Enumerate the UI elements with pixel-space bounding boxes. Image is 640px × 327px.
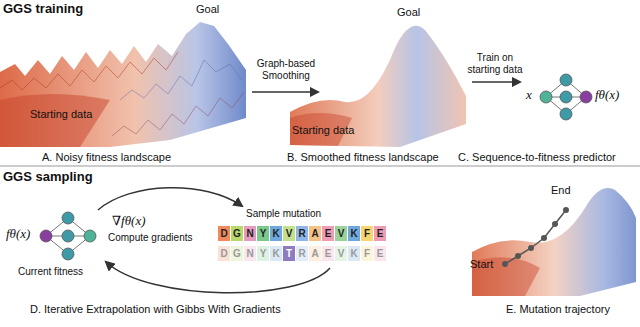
residue-cell: V — [283, 226, 295, 241]
network-neuron — [62, 212, 74, 224]
network-neuron — [540, 91, 552, 103]
peak-label: Goal — [397, 6, 420, 19]
panel-heading: GGS training — [3, 2, 83, 17]
noise-line — [120, 60, 242, 100]
trajectory-dot — [563, 207, 569, 213]
point-label: Start — [470, 258, 493, 271]
residue-cell: V — [335, 226, 347, 241]
network-neuron — [580, 91, 592, 103]
residue-cell: R — [296, 246, 308, 261]
arrow-line — [252, 91, 318, 93]
arrow-line — [98, 188, 242, 210]
trajectory-dot — [502, 261, 508, 267]
residue-cell: E — [374, 246, 386, 261]
residue-cell: K — [270, 246, 282, 261]
residue-cell: N — [244, 226, 256, 241]
residue-cell: A — [309, 226, 321, 241]
residue-cell: K — [348, 226, 360, 241]
panel-caption: B. Smoothed fitness landscape — [287, 151, 439, 164]
residue-cell: K — [270, 226, 282, 241]
peak-label: Goal — [196, 3, 219, 16]
trajectory-landscape — [472, 188, 636, 296]
panel-caption: D. Iterative Extrapolation with Gibbs Wi… — [30, 303, 281, 316]
residue-cell: E — [322, 226, 334, 241]
network-neuron — [560, 108, 572, 120]
noisy-landscape — [0, 22, 246, 147]
panel-divider — [0, 166, 640, 167]
residue-cell: Y — [257, 246, 269, 261]
input-symbol: x — [526, 88, 532, 103]
region-label: Starting data — [292, 124, 354, 137]
residue-cell: R — [296, 226, 308, 241]
network-neuron — [62, 230, 74, 242]
trajectory-dot — [528, 245, 534, 251]
smoothing-arrow — [252, 92, 318, 93]
trajectory-dot — [515, 253, 521, 259]
residue-cell: E — [374, 226, 386, 241]
network-neuron — [62, 248, 74, 260]
residue-cell: K — [348, 246, 360, 261]
network-neuron — [560, 91, 572, 103]
sequence-row: DGNYKTRAEVKFE — [218, 246, 387, 261]
residue-cell: N — [244, 246, 256, 261]
smoothed-landscape — [290, 26, 466, 147]
trajectory-dot — [541, 235, 547, 241]
residue-cell: D — [218, 246, 230, 261]
residue-cell: T — [283, 246, 295, 261]
noise-line — [112, 92, 244, 136]
surface — [472, 188, 636, 296]
residue-cell: G — [231, 226, 243, 241]
noise-line — [0, 52, 178, 90]
surface — [290, 26, 466, 147]
start-region — [0, 94, 110, 147]
region-label: Starting data — [30, 108, 92, 121]
step-label: Compute gradients — [108, 232, 193, 244]
cycle-arrows — [98, 188, 330, 293]
arrow-line — [472, 81, 520, 83]
network-icon — [40, 212, 96, 260]
point-label: End — [551, 184, 571, 197]
panel-caption: C. Sequence-to-fitness predictor — [458, 151, 616, 164]
sequence-row: DGNYKVRAEVKFE — [218, 226, 387, 241]
gradient-symbol: ∇fθ(x) — [112, 214, 146, 229]
panel-caption: A. Noisy fitness landscape — [42, 151, 171, 164]
residue-cell: D — [218, 226, 230, 241]
residue-cell: G — [231, 246, 243, 261]
residue-cell: V — [335, 246, 347, 261]
residue-cell: A — [309, 246, 321, 261]
network-neuron — [40, 230, 52, 242]
step-label: Sample mutation — [246, 208, 321, 220]
network-neuron — [84, 230, 96, 242]
residue-cell: E — [322, 246, 334, 261]
residue-cell: F — [361, 226, 373, 241]
residue-cell: F — [361, 246, 373, 261]
panel-caption: E. Mutation trajectory — [506, 303, 610, 316]
trajectory-line — [505, 210, 566, 264]
panel-heading: GGS sampling — [3, 170, 93, 185]
node-caption: Current fitness — [18, 266, 83, 278]
residue-cell: Y — [257, 226, 269, 241]
surface — [0, 22, 246, 147]
output-symbol: fθ(x) — [595, 88, 619, 103]
train-arrow — [472, 82, 520, 83]
network-icon — [540, 74, 592, 120]
output-symbol: fθ(x) — [6, 227, 30, 242]
arrow-label: Graph-based Smoothing — [246, 58, 326, 81]
arrow-label: Train on starting data — [462, 52, 528, 75]
arrow-line — [106, 262, 330, 293]
network-neuron — [560, 74, 572, 86]
trajectory-dot — [552, 221, 558, 227]
